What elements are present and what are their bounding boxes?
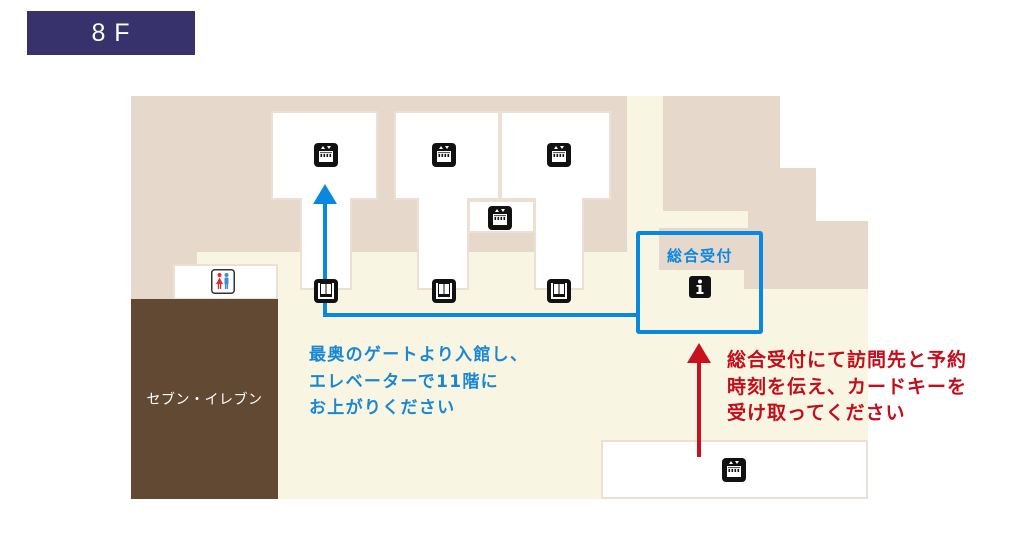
reception-route-instructions: 総合受付にて訪問先と予約 時刻を伝え、カードキーを 受け取ってください — [727, 347, 967, 427]
route-arrowhead-up-icon — [313, 184, 337, 204]
store-label: セブン・イレブン — [146, 392, 263, 408]
instruction-line: 総合受付にて訪問先と予約 — [727, 349, 968, 371]
wall-zone-right-5 — [659, 228, 868, 270]
route-arrowhead-up-icon — [687, 343, 711, 363]
reception-highlight — [636, 231, 763, 334]
outside-area-1 — [780, 96, 868, 168]
information-icon — [689, 276, 711, 298]
security-gate-icon — [547, 279, 571, 303]
instruction-line: 受け取ってください — [727, 402, 906, 424]
route-to-elevator-vertical — [323, 200, 327, 317]
route-to-reception-shaft — [697, 360, 701, 457]
instruction-line: お上がりください — [309, 398, 456, 418]
security-gate-icon — [314, 279, 338, 303]
reception-label: 総合受付 — [667, 247, 734, 265]
wall-zone-right-1 — [663, 96, 780, 168]
elevator-hall-2-corridor — [419, 196, 467, 288]
wall-zone-right-4 — [748, 221, 868, 228]
restroom-icon — [211, 269, 235, 294]
wall-zone-right-2 — [663, 168, 816, 211]
outside-area-2 — [816, 168, 868, 221]
wall-zone-right-6 — [744, 270, 868, 289]
elevator-icon — [547, 143, 571, 167]
elevator-hall-3-corridor — [536, 196, 582, 288]
elevator-icon — [432, 143, 456, 167]
instruction-line: 時刻を伝え、カードキーを — [727, 375, 968, 398]
convenience-store: セブン・イレブン — [131, 299, 278, 499]
elevator-icon — [314, 143, 338, 167]
security-gate-icon — [432, 279, 456, 303]
floor-badge: 8 F — [27, 11, 195, 55]
route-to-elevator-horizontal — [323, 313, 638, 317]
instruction-line: 最奥のゲートより入館し、 — [309, 345, 529, 365]
elevator-icon — [722, 458, 746, 482]
wall-zone-right-3 — [748, 211, 816, 221]
instruction-line: エレベーターで11階に — [309, 371, 499, 392]
elevator-icon — [488, 206, 512, 230]
elevator-route-instructions: 最奥のゲートより入館し、 エレベーターで11階に お上がりください — [309, 342, 528, 422]
